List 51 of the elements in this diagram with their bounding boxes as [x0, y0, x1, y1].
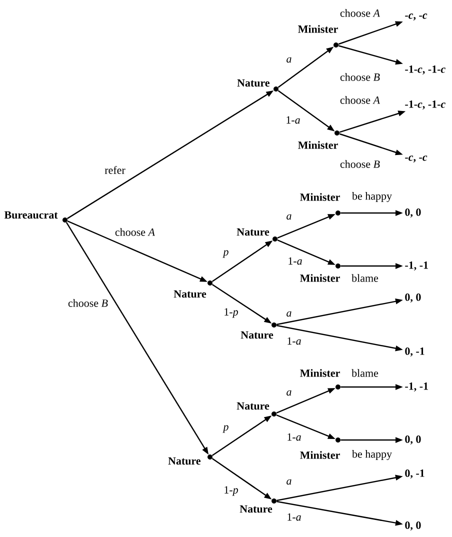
- action-label: choose B: [340, 73, 380, 81]
- payoff-label: -1-c, -1-c: [405, 66, 446, 74]
- action-label: 1-p: [224, 486, 238, 496]
- payoff-label: -1, -1: [405, 262, 428, 270]
- action-label: p: [222, 425, 228, 433]
- action-label: a: [286, 311, 292, 317]
- player-label: Nature: [237, 79, 270, 87]
- player-label: Minister: [300, 451, 340, 459]
- player-label: Nature: [236, 402, 270, 410]
- action-label: 1-p: [224, 308, 238, 318]
- player-label: Minister: [298, 25, 338, 33]
- player-label: Minister: [300, 193, 340, 201]
- action-label: refer: [104, 166, 126, 174]
- player-label: Minister: [300, 274, 340, 282]
- action-label: a: [286, 390, 292, 396]
- action-label: choose A: [340, 9, 380, 17]
- payoff-label: 0, 0: [405, 436, 421, 445]
- action-label: choose A: [340, 96, 380, 104]
- action-label: 1-a: [288, 337, 301, 345]
- action-label: choose B: [340, 160, 380, 168]
- payoff-label: 0, -1: [405, 470, 424, 479]
- action-label: 1-a: [288, 257, 302, 265]
- player-label: Nature: [168, 457, 201, 465]
- player-label: Nature: [174, 290, 206, 298]
- payoff-label: -1, -1: [405, 382, 428, 392]
- action-label: 1-a: [288, 433, 301, 441]
- player-label: Nature: [240, 505, 272, 513]
- action-label: choose B: [68, 299, 108, 307]
- payoff-label: -c, -c: [405, 156, 428, 162]
- payoff-label: 0, 0: [405, 294, 421, 303]
- action-label: 1-a: [286, 116, 300, 124]
- payoff-label: 0, 0: [405, 522, 421, 531]
- player-label: Minister: [298, 141, 338, 149]
- action-label: be happy: [352, 450, 392, 460]
- payoff-label: -c, -c: [405, 14, 428, 20]
- payoff-label: -1-c, -1-c: [405, 100, 446, 110]
- action-label: blame: [352, 369, 378, 377]
- action-label: a: [286, 214, 292, 220]
- player-label: Minister: [300, 369, 340, 377]
- action-label: be happy: [352, 192, 392, 202]
- player-label: Nature: [240, 331, 274, 339]
- action-label: a: [286, 479, 292, 485]
- action-label: p: [222, 250, 228, 258]
- action-label: a: [286, 57, 292, 63]
- player-label: Bureaucrat: [4, 211, 58, 219]
- payoff-label: 0, 0: [405, 208, 421, 218]
- action-label: choose A: [115, 228, 156, 236]
- player-label: Nature: [236, 228, 270, 236]
- action-label: 1-a: [288, 513, 301, 521]
- action-label: blame: [352, 274, 378, 282]
- payoff-label: 0, -1: [405, 348, 424, 357]
